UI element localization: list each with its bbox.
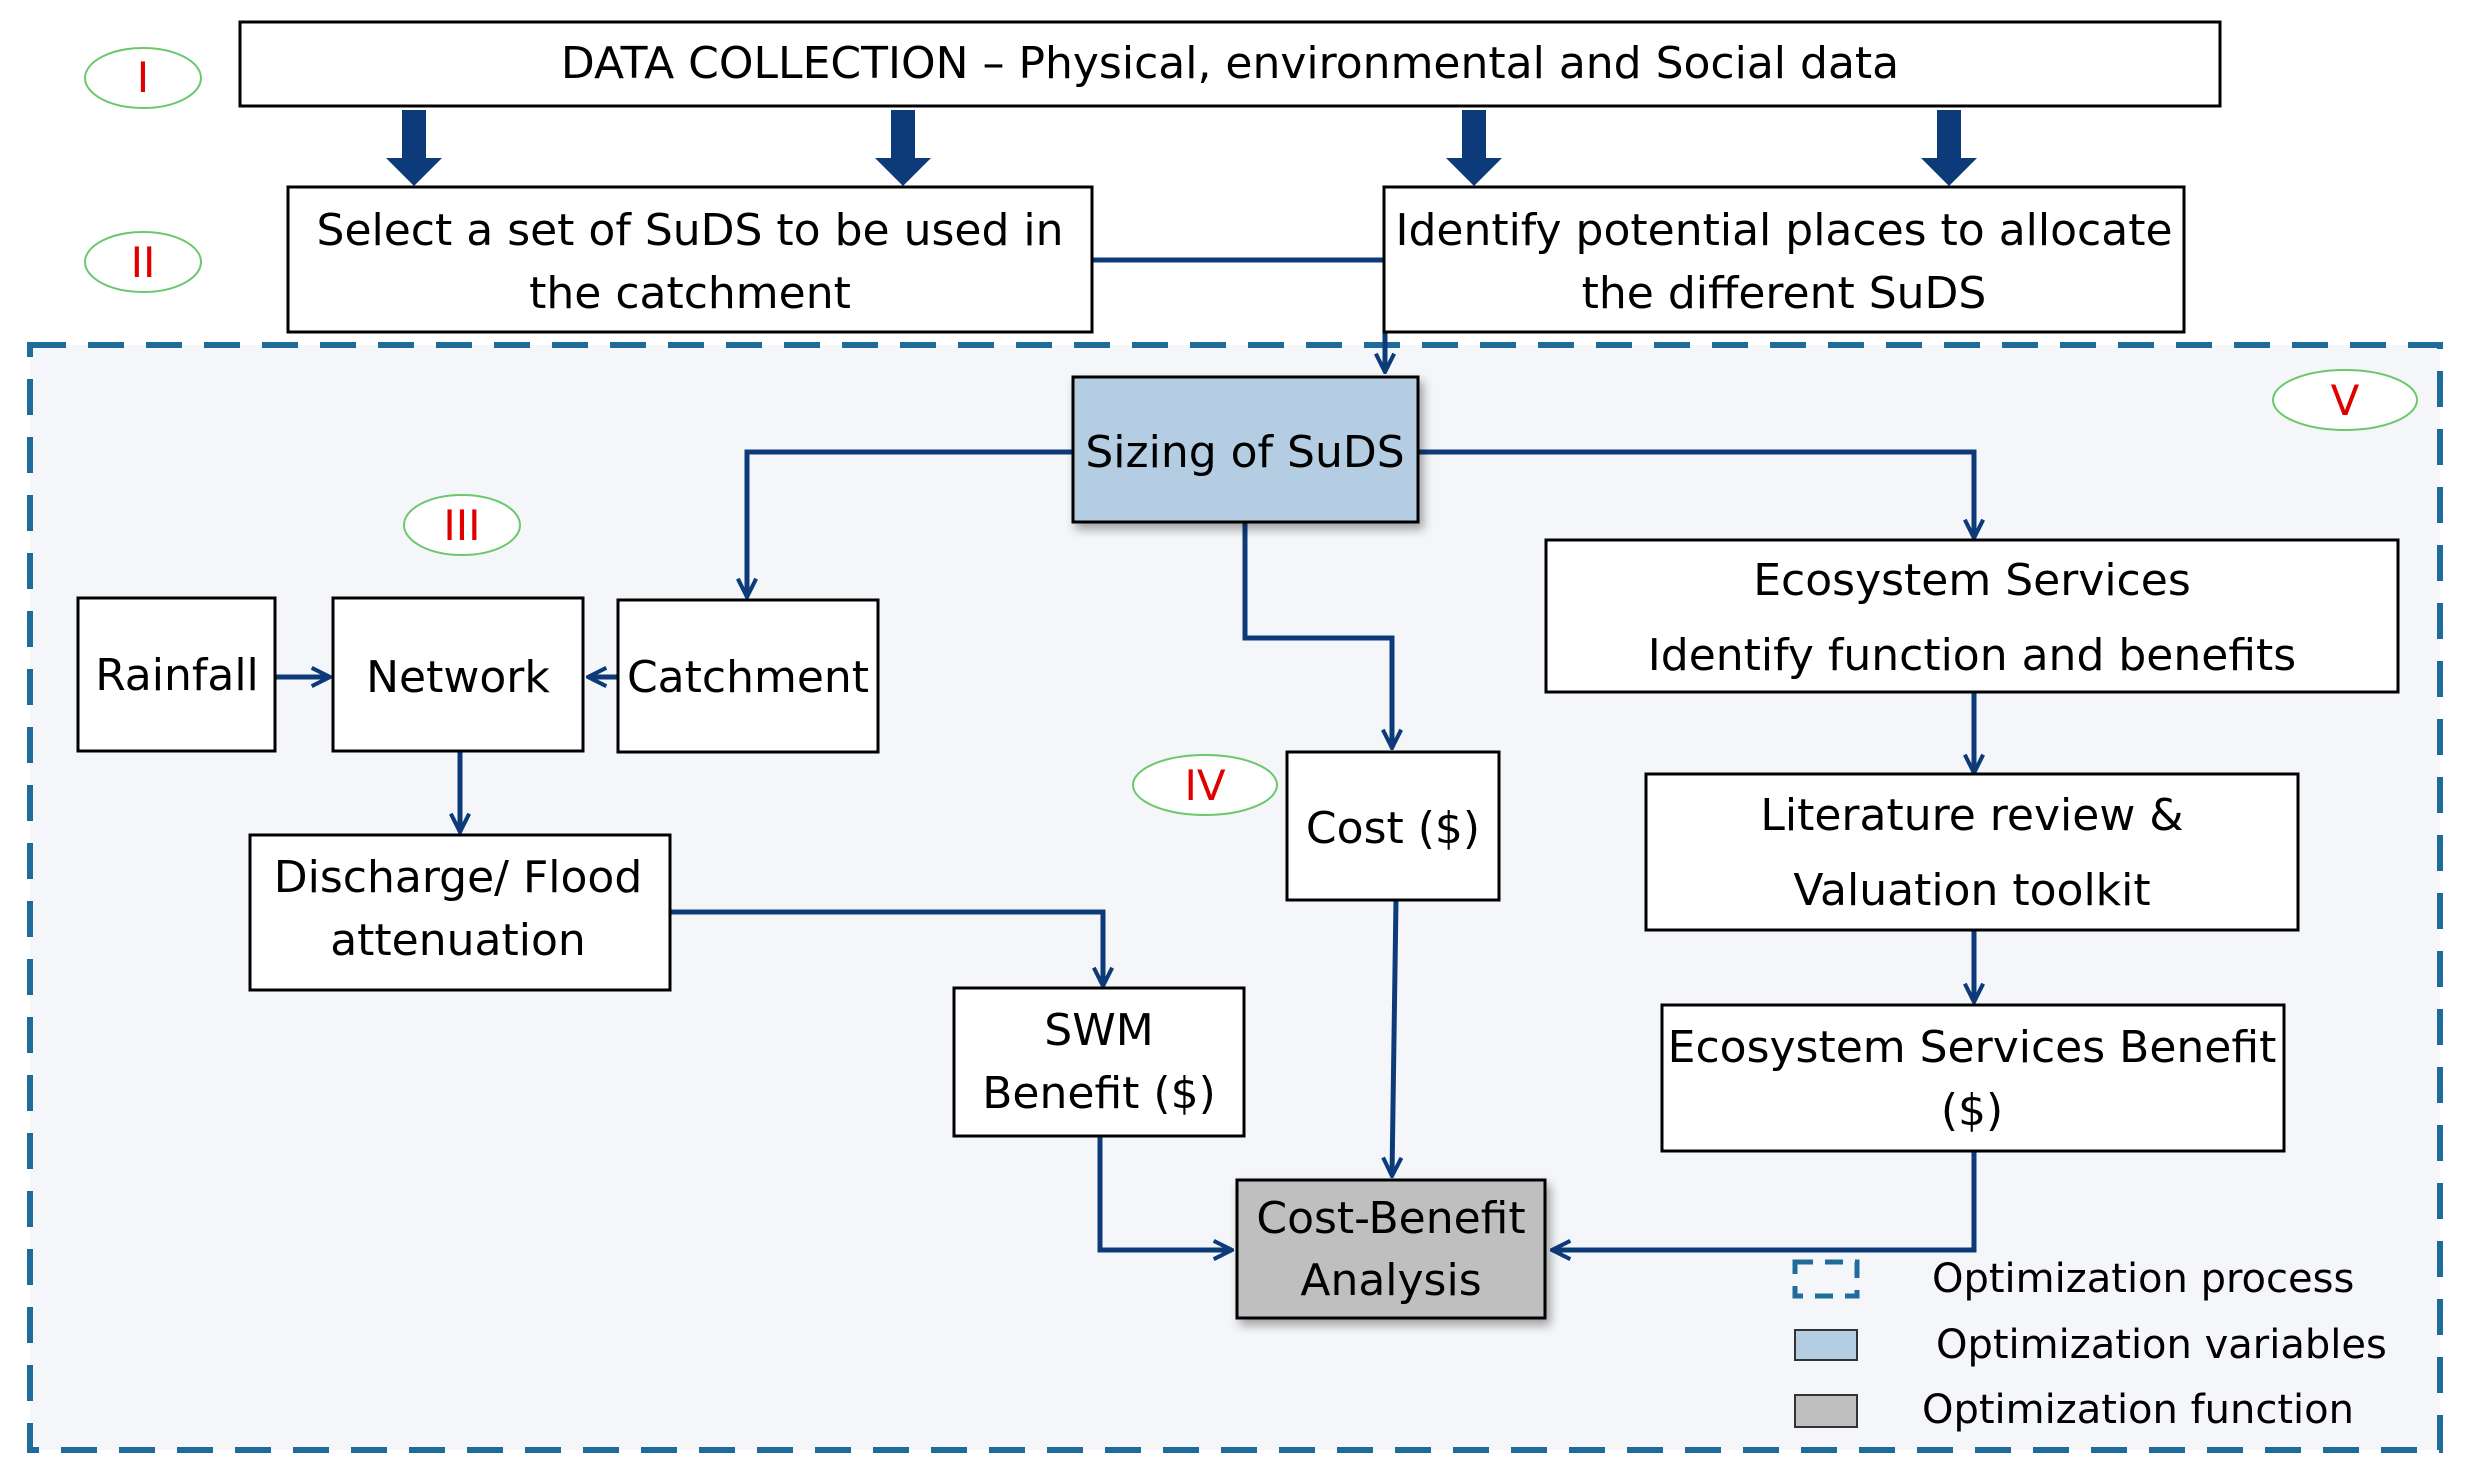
thick-arrow (1921, 110, 1977, 186)
data-collection-arrows (386, 110, 1977, 186)
swm-line-2: Benefit ($) (982, 1068, 1216, 1119)
legend-swatch-function (1794, 1394, 1858, 1428)
rainfall-box: Rainfall (76, 596, 277, 753)
literature-box: Literature review & Valuation toolkit (1644, 772, 2300, 932)
stage-label-2: II (131, 238, 156, 287)
stage-marker-3: III (403, 494, 521, 556)
sizing-label: Sizing of SuDS (1085, 427, 1404, 478)
identify-places-line-1: Identify potential places to allocate (1395, 205, 2172, 256)
stage-marker-4: IV (1132, 754, 1278, 816)
legend-label-function: Optimization function (1922, 1387, 2354, 1433)
data-collection-box: DATA COLLECTION – Physical, environmenta… (238, 20, 2222, 108)
catchment-box: Catchment (616, 598, 880, 754)
rainfall-label: Rainfall (95, 650, 259, 701)
cost-benefit-box: Cost-Benefit Analysis (1235, 1178, 1547, 1320)
discharge-line-1: Discharge/ Flood (274, 852, 643, 903)
stage-label-4: IV (1184, 761, 1225, 810)
discharge-box: Discharge/ Flood attenuation (248, 833, 672, 992)
connector-discharge-to-swm (670, 909, 1103, 986)
legend-swatch-variables (1794, 1329, 1858, 1361)
network-label: Network (366, 652, 550, 703)
ecosystem-line-2: Identify function and benefits (1648, 630, 2296, 681)
thick-arrow (386, 110, 442, 186)
cba-line-2: Analysis (1300, 1255, 1481, 1306)
ecosystem-services-box: Ecosystem Services Identify function and… (1544, 538, 2400, 694)
identify-places-box: Identify potential places to allocate th… (1382, 185, 2186, 334)
connectors (275, 257, 1977, 1250)
identify-places-line-2: the different SuDS (1582, 268, 1987, 319)
ecosystem-line-1: Ecosystem Services (1753, 555, 2191, 606)
es-benefit-box: Ecosystem Services Benefit ($) (1660, 1003, 2286, 1153)
connector-esbenefit-to-cba (1552, 1151, 1977, 1250)
literature-line-2: Valuation toolkit (1793, 865, 2150, 916)
thick-arrow (875, 110, 931, 186)
connector-sizing-to-catchment (747, 449, 1073, 597)
stage-label-5: V (2331, 376, 2360, 425)
data-collection-label: DATA COLLECTION – Physical, environmenta… (561, 38, 1899, 89)
select-suds-line-2: the catchment (529, 268, 851, 319)
swm-line-1: SWM (1044, 1005, 1153, 1056)
cba-line-1: Cost-Benefit (1256, 1193, 1525, 1244)
discharge-line-2: attenuation (330, 915, 586, 966)
sizing-box: Sizing of SuDS (1071, 375, 1420, 524)
connector-swm-to-cba (1097, 1137, 1232, 1250)
legend-label-variables: Optimization variables (1936, 1322, 2387, 1368)
cost-label: Cost ($) (1306, 803, 1480, 854)
stage-label-3: III (443, 501, 480, 550)
stage-marker-2: II (84, 231, 202, 293)
es-benefit-line-2: ($) (1941, 1085, 2003, 1136)
thick-arrow (1446, 110, 1502, 186)
network-box: Network (331, 596, 585, 753)
connector-cost-to-cba (1392, 899, 1396, 1176)
swm-benefit-box: SWM Benefit ($) (952, 986, 1246, 1138)
catchment-label: Catchment (627, 652, 869, 703)
connector-sizing-to-ecosystem (1418, 449, 1974, 538)
legend-swatch-process (1792, 1259, 1860, 1299)
connector-sizing-to-cost (1242, 522, 1392, 748)
legend: Optimization process Optimization variab… (1792, 1256, 2387, 1433)
stage-marker-5: V (2272, 369, 2418, 431)
select-suds-line-1: Select a set of SuDS to be used in (317, 205, 1064, 256)
legend-label-process: Optimization process (1932, 1256, 2354, 1302)
cost-box: Cost ($) (1285, 750, 1501, 902)
es-benefit-line-1: Ecosystem Services Benefit (1668, 1022, 2277, 1073)
literature-line-1: Literature review & (1760, 790, 2183, 841)
stage-marker-1: I (84, 47, 202, 109)
stage-label-1: I (137, 53, 149, 102)
select-suds-box: Select a set of SuDS to be used in the c… (286, 185, 1094, 334)
